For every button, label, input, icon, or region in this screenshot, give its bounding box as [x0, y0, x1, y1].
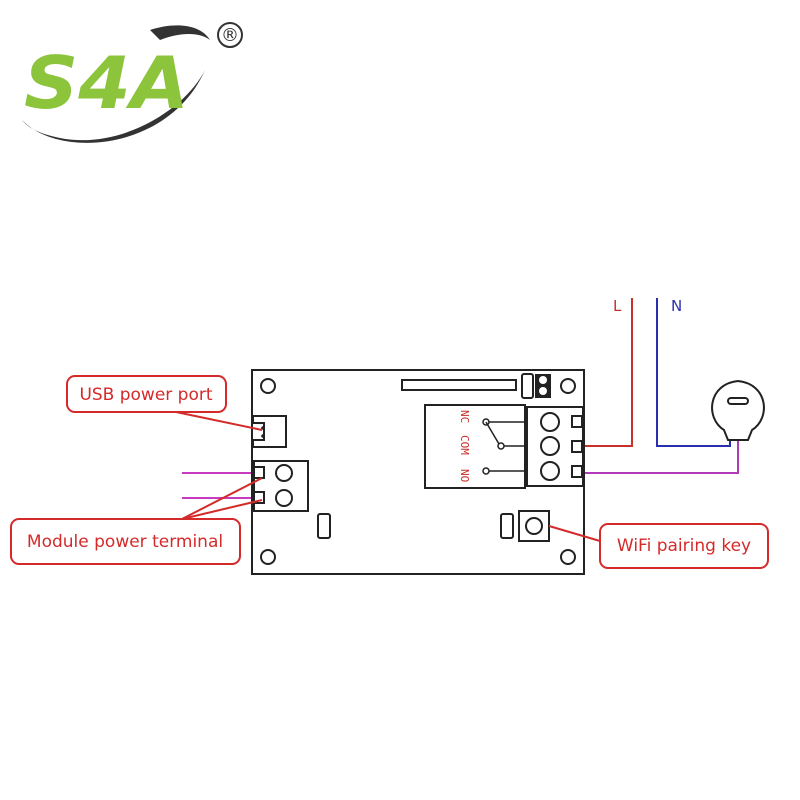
usb-power-port	[252, 415, 287, 448]
callout-leader	[181, 499, 263, 520]
mounting-hole	[260, 549, 276, 565]
relay-contact-com: COM	[458, 435, 471, 455]
callout-box	[66, 375, 227, 413]
relay-contact-no-point	[482, 467, 490, 475]
wifi-pairing-key[interactable]	[518, 510, 550, 542]
callout-leader	[548, 525, 601, 542]
logo-wordmark: S4A	[24, 41, 189, 125]
callout-box	[599, 523, 769, 569]
led-slot	[500, 513, 514, 539]
live-wire	[578, 298, 633, 447]
led-slot	[317, 513, 331, 539]
neutral-wire-label: N	[671, 297, 682, 315]
relay-contact-no: NO	[458, 469, 471, 482]
jumper-slot	[521, 373, 534, 399]
callout-module-power-terminal: Module power terminal	[10, 477, 263, 565]
callout-label: WiFi pairing key	[617, 536, 751, 556]
pin-header-strip	[401, 379, 517, 391]
input-wires	[182, 472, 262, 499]
logo-swoosh-top	[150, 25, 210, 40]
registered-mark: ®	[221, 25, 239, 46]
mounting-hole	[260, 378, 276, 394]
module-power-terminal	[253, 460, 309, 512]
relay-contact-nc: NC	[458, 410, 471, 423]
jumper-pin	[539, 376, 547, 384]
mounting-hole	[560, 549, 576, 565]
brand-logo: S4A ®	[22, 22, 243, 143]
relay-module-board: NC COM NO	[251, 369, 585, 575]
callout-leader	[181, 477, 263, 520]
mains-wiring: L N	[578, 297, 765, 474]
callout-usb-power-port: USB power port	[66, 375, 263, 431]
light-bulb-icon	[711, 379, 765, 441]
callout-wifi-pairing-key: WiFi pairing key	[548, 523, 769, 569]
load-wire	[578, 432, 739, 474]
callout-box	[10, 518, 241, 565]
callout-label: USB power port	[79, 385, 212, 405]
callout-leader	[175, 411, 263, 431]
relay-switch-arm	[485, 421, 500, 445]
live-wire-label: L	[613, 297, 622, 315]
relay: NC COM NO	[424, 404, 537, 489]
jumper-pin	[539, 387, 547, 395]
callout-label: Module power terminal	[27, 532, 223, 552]
output-terminal-block	[526, 406, 584, 487]
registered-mark-circle	[217, 22, 243, 48]
mounting-hole	[560, 378, 576, 394]
